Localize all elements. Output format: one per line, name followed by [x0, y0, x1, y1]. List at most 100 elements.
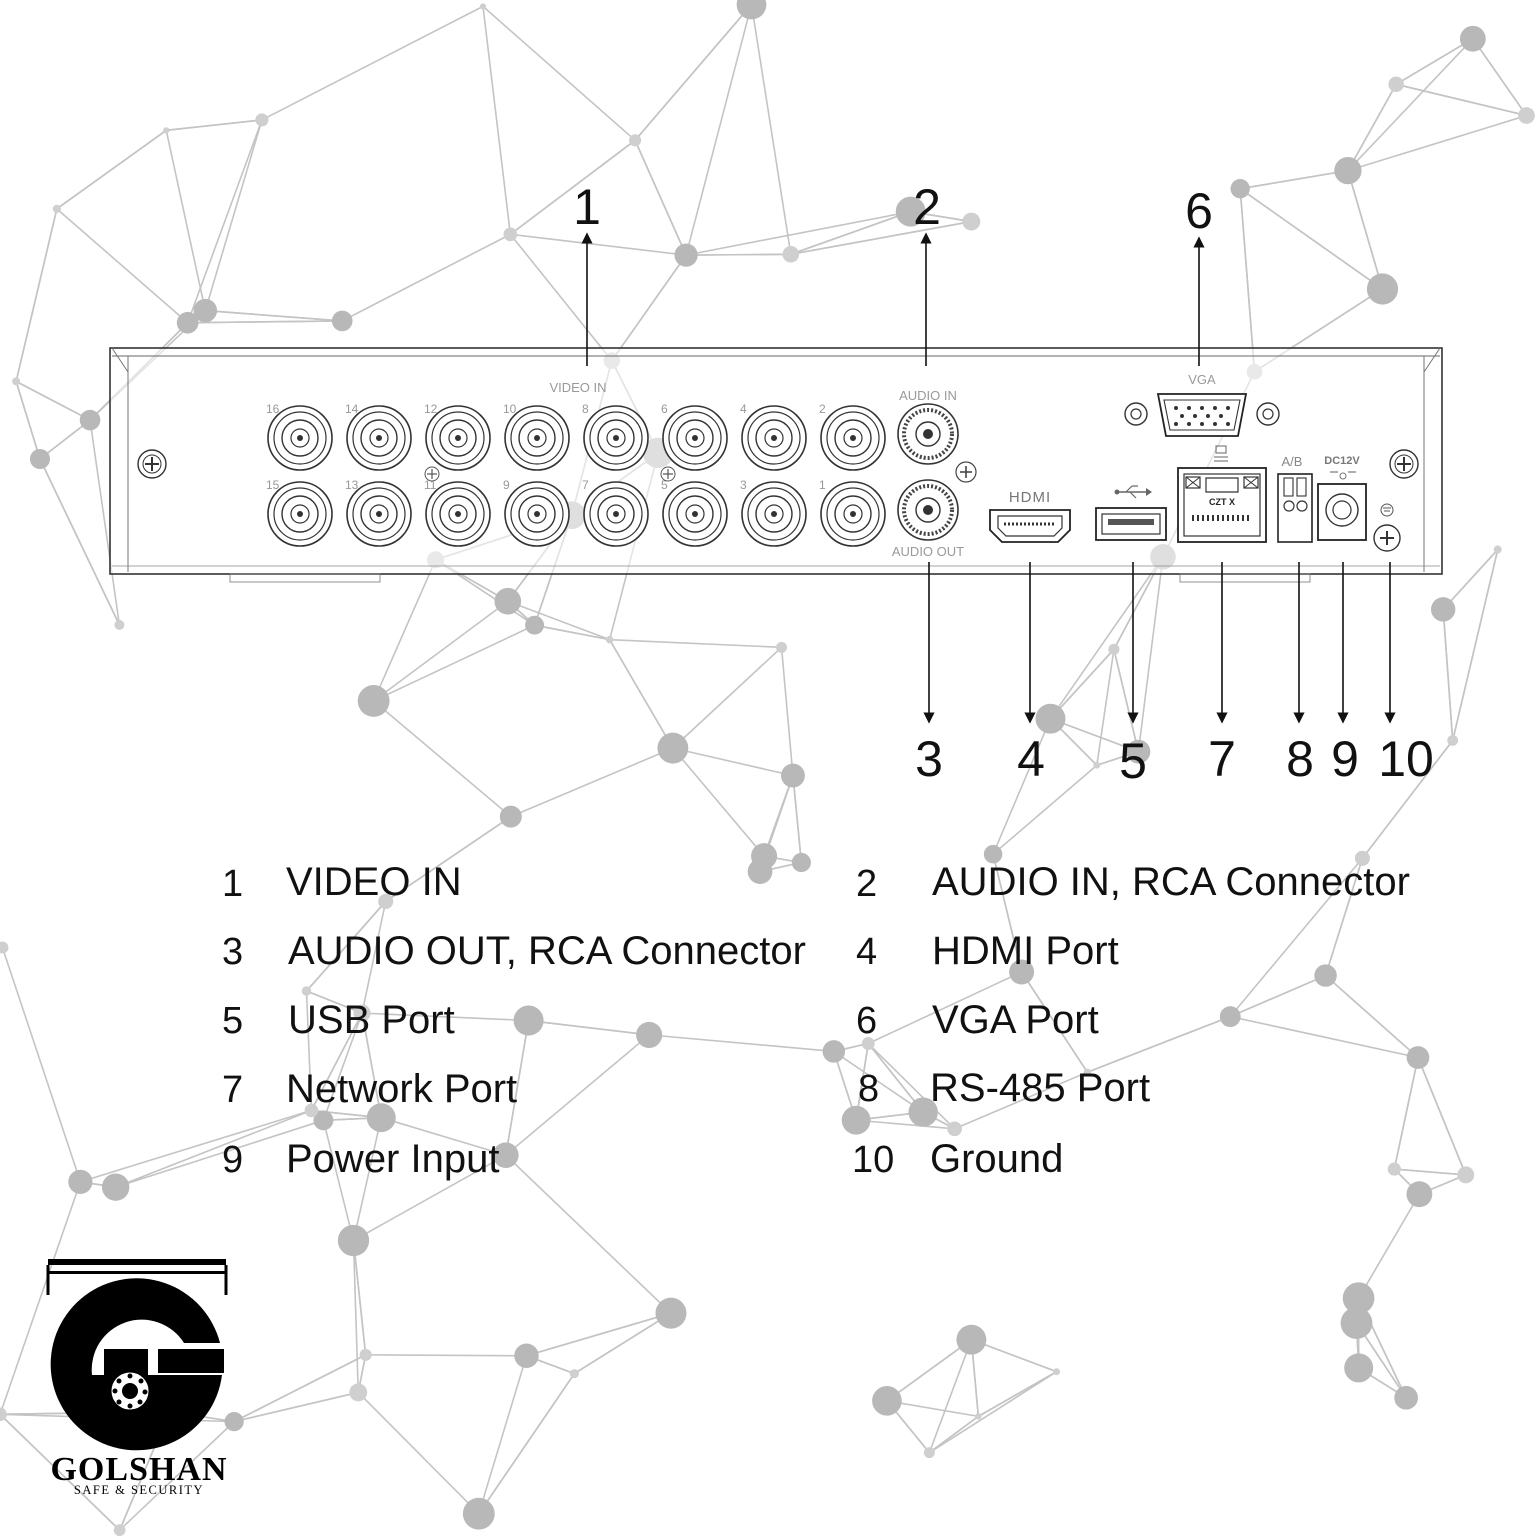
network-node [0, 1407, 7, 1422]
bnc-connector: 2 [819, 402, 886, 471]
legend-number: 10 [852, 1139, 895, 1181]
network-line [1240, 169, 1349, 190]
network-line [528, 1019, 650, 1036]
network-node [499, 805, 522, 828]
bnc-connector: 1 [819, 478, 886, 547]
right-screw-icon [1389, 449, 1419, 479]
network-line [992, 764, 1098, 855]
legend-number: 3 [222, 931, 244, 973]
network-line [186, 119, 263, 324]
network-node [479, 3, 487, 10]
legend-label: Power Input [286, 1137, 500, 1181]
network-line [750, 4, 792, 255]
network-node [1447, 735, 1459, 746]
video-in-panel-label: VIDEO IN [549, 380, 606, 395]
network-node [1459, 25, 1486, 52]
bnc-connector: 16 [266, 402, 333, 471]
bnc-channel-number: 7 [582, 478, 589, 492]
network-line [686, 253, 791, 256]
network-line [608, 639, 674, 749]
network-line [992, 853, 1023, 973]
network-line [1229, 857, 1364, 1018]
network-node [956, 1324, 987, 1355]
legend-label: VGA Port [932, 998, 1099, 1042]
legend-label: VIDEO IN [286, 860, 462, 904]
legend-number: 6 [856, 1000, 878, 1042]
network-line [1087, 1015, 1231, 1073]
network-node [503, 227, 518, 242]
network-line [609, 638, 782, 649]
network-line [1324, 858, 1364, 976]
network-node [493, 1142, 519, 1168]
network-line [1394, 1168, 1466, 1176]
bnc-connector: 12 [424, 402, 491, 471]
network-node [378, 893, 394, 909]
network-node [841, 1105, 871, 1135]
bnc-connector: 8 [582, 402, 649, 471]
network-line [372, 559, 437, 702]
network-node [908, 1097, 938, 1127]
bnc-connector: 15 [266, 478, 333, 547]
network-line [1230, 1015, 1419, 1059]
network-node [780, 763, 805, 788]
network-line [373, 600, 509, 702]
vga-panel-label: VGA [1188, 372, 1216, 387]
network-node [1108, 643, 1120, 655]
network-line [362, 1012, 529, 1022]
network-node [1009, 959, 1035, 985]
power-polarity-icon [1330, 471, 1356, 480]
logo-name: GOLSHAN [50, 1451, 228, 1488]
legend-number: 8 [858, 1068, 880, 1110]
hdmi-logo-label: HDMI [1009, 489, 1051, 506]
callout-number: 6 [1185, 183, 1213, 239]
network-node [636, 1021, 663, 1048]
network-node [791, 852, 811, 873]
network-line [115, 1119, 324, 1188]
network-line [954, 1071, 1088, 1130]
network-node [1219, 1006, 1241, 1028]
callout-number: 9 [1331, 731, 1359, 787]
legend-number: 9 [222, 1139, 244, 1181]
network-node [605, 635, 614, 644]
ab-panel-label: A/B [1282, 454, 1303, 469]
network-line [352, 1117, 383, 1241]
network-line [39, 458, 121, 626]
network-node [494, 587, 522, 615]
bnc-channel-number: 14 [345, 402, 359, 416]
legend-number: 7 [222, 1069, 244, 1111]
network-node [861, 1037, 875, 1050]
network-line [306, 990, 363, 1014]
callout-number: 4 [1017, 731, 1045, 787]
power-input-jack [1317, 483, 1367, 541]
network-line [1442, 548, 1499, 610]
network-line [15, 208, 58, 382]
network-node [1406, 1181, 1433, 1208]
network-node [1314, 964, 1337, 987]
legend-number: 2 [856, 863, 878, 905]
bnc-channel-number: 11 [424, 478, 437, 492]
network-node [923, 1447, 935, 1459]
network-line [833, 1050, 924, 1113]
network-line [305, 900, 387, 992]
network-line [361, 1012, 383, 1118]
bnc-connector: 7 [582, 478, 649, 547]
bnc-channel-number: 1 [819, 478, 826, 492]
legend-label: Ground [930, 1137, 1064, 1181]
legend-number: 4 [856, 931, 878, 973]
bnc-connector: 6 [661, 402, 728, 471]
network-node [747, 859, 773, 884]
network-line [672, 747, 765, 857]
bnc-channel-number: 2 [819, 402, 826, 416]
legend-label: RS-485 Port [930, 1066, 1151, 1110]
network-line [361, 901, 387, 1014]
bnc-channel-number: 10 [503, 402, 517, 416]
ground-screw-icon [1373, 524, 1401, 552]
network-node [462, 1497, 495, 1530]
network-node [1083, 1068, 1092, 1076]
network-line [1451, 549, 1499, 741]
network-line [634, 4, 753, 141]
network-line [509, 233, 613, 362]
network-node [1518, 107, 1535, 124]
